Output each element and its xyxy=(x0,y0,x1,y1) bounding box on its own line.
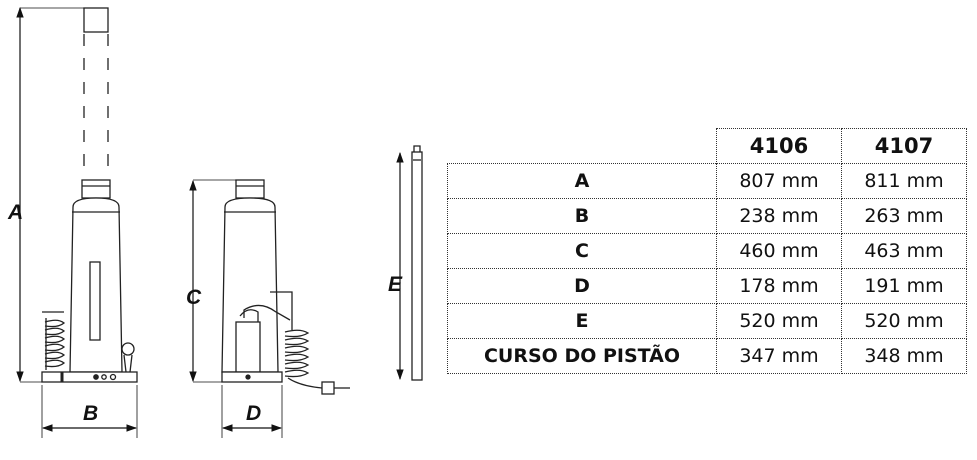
dimension-a xyxy=(16,6,84,383)
table-row: E 520 mm 520 mm xyxy=(447,303,967,339)
table-header-row: 4106 4107 xyxy=(448,128,967,164)
cell-value: 347 mm xyxy=(716,338,842,374)
cell-value: 238 mm xyxy=(716,198,842,234)
model-header: 4107 xyxy=(841,128,967,164)
cell-value: 460 mm xyxy=(716,233,842,269)
dimension-c xyxy=(189,179,236,383)
coiled-hose-side xyxy=(284,329,323,389)
table-row: CURSO DO PISTÃO 347 mm 348 mm xyxy=(447,338,967,374)
cell-value: 811 mm xyxy=(841,163,967,199)
row-label: CURSO DO PISTÃO xyxy=(447,338,717,374)
row-label: B xyxy=(447,198,717,234)
row-label: C xyxy=(447,233,717,269)
cell-value: 178 mm xyxy=(716,268,842,304)
jack-side-view xyxy=(221,179,350,395)
cell-value: 463 mm xyxy=(841,233,967,269)
cell-value: 520 mm xyxy=(841,303,967,339)
coiled-hose xyxy=(42,311,66,370)
cell-value: 263 mm xyxy=(841,198,967,234)
jack-front-view xyxy=(41,7,138,383)
dim-label-c: C xyxy=(186,286,202,309)
model-header: 4106 xyxy=(716,128,842,164)
dimension-d xyxy=(221,385,283,438)
sight-slot xyxy=(89,261,101,341)
dim-label-b: B xyxy=(83,402,98,425)
table-row: A 807 mm 811 mm xyxy=(447,163,967,199)
dimension-b xyxy=(41,385,138,438)
table-row: C 460 mm 463 mm xyxy=(447,233,967,269)
table-row: D 178 mm 191 mm xyxy=(447,268,967,304)
bottle-jack-drawing: A B xyxy=(7,6,423,438)
row-label: A xyxy=(447,163,717,199)
pump-cylinder xyxy=(235,321,261,373)
cell-value: 807 mm xyxy=(716,163,842,199)
dim-label-e: E xyxy=(388,273,403,296)
cell-value: 520 mm xyxy=(716,303,842,339)
specifications-table: 4106 4107 A 807 mm 811 mm B 238 mm 263 m… xyxy=(447,128,967,374)
jack-handle xyxy=(411,145,423,381)
jack-base xyxy=(41,371,138,383)
dim-label-d: D xyxy=(246,402,261,425)
cell-value: 348 mm xyxy=(841,338,967,374)
row-label: E xyxy=(447,303,717,339)
table-row: B 238 mm 263 mm xyxy=(447,198,967,234)
row-label: D xyxy=(447,268,717,304)
release-valve xyxy=(321,381,335,395)
cell-value: 191 mm xyxy=(841,268,967,304)
piston-top-extended xyxy=(83,7,109,33)
dim-label-a: A xyxy=(7,201,23,224)
